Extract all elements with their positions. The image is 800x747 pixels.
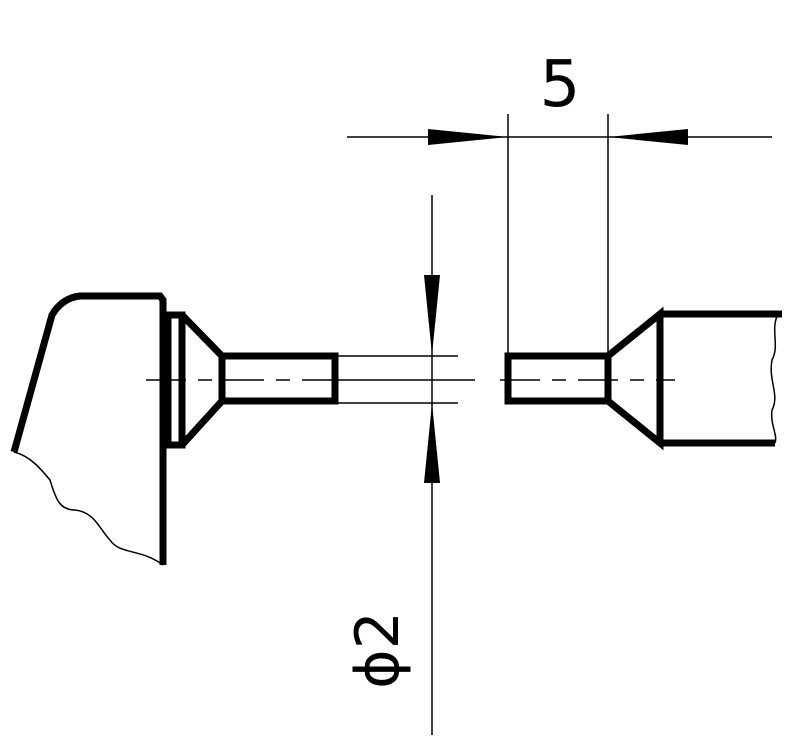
diameter-dimension-label: ϕ2 bbox=[343, 611, 413, 689]
diameter-dimension-line bbox=[424, 195, 440, 735]
left-frame-body bbox=[10, 292, 167, 566]
arrow-up-icon bbox=[424, 403, 440, 483]
anvil bbox=[164, 311, 339, 449]
arrow-right-icon bbox=[428, 129, 508, 145]
spindle bbox=[504, 306, 782, 451]
arrow-down-icon bbox=[424, 275, 440, 355]
length-dimension-label: 5 bbox=[540, 48, 581, 122]
length-dimension-line bbox=[347, 114, 772, 356]
arrow-left-icon bbox=[608, 129, 688, 145]
diameter-extension-lines bbox=[335, 355, 458, 404]
